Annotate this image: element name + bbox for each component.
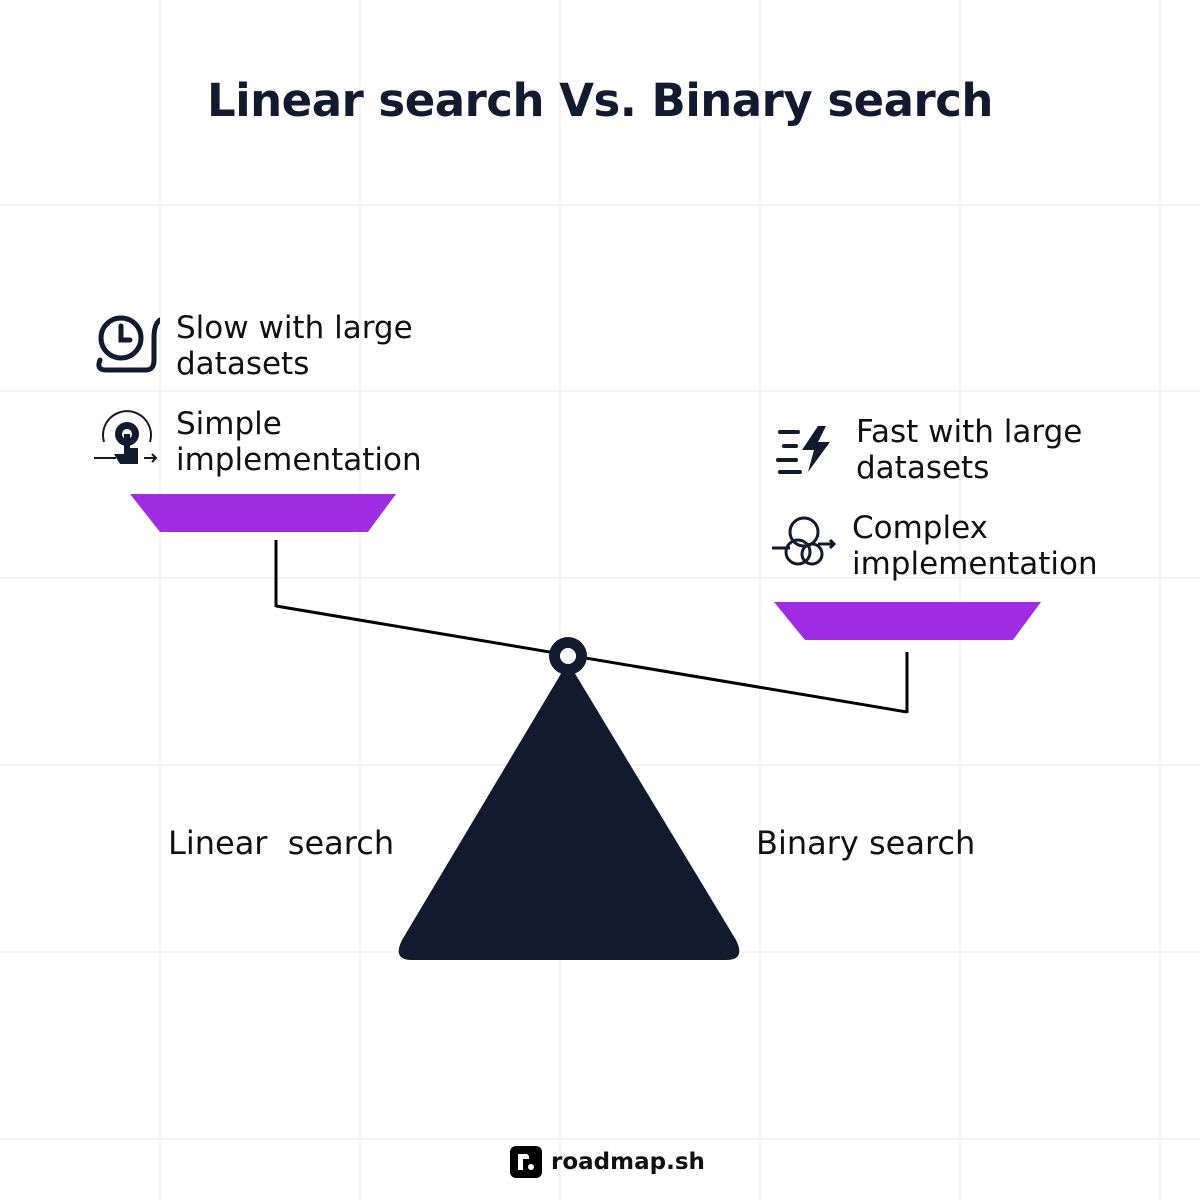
right-item-fast: Fast with large datasets: [774, 414, 1082, 486]
right-item-complex: Complex implementation: [770, 510, 1098, 582]
pivot-inner: [560, 648, 576, 664]
gear-touch-icon: [94, 410, 158, 464]
right-pan: [774, 602, 1041, 640]
fulcrum-triangle: [398, 662, 740, 960]
page-title: Linear search Vs. Binary search: [207, 74, 993, 127]
brand-name: roadmap.sh: [551, 1149, 705, 1175]
scale-beam: [275, 604, 908, 714]
left-pan: [130, 494, 396, 532]
snail-clock-icon: [96, 315, 160, 373]
left-item-simple: Simple implementation: [94, 406, 422, 478]
lightning-speed-icon: [776, 426, 830, 474]
linear-search-label: Linear search: [168, 824, 395, 862]
binary-search-label: Binary search: [756, 824, 976, 862]
brand: roadmap.sh: [510, 1146, 705, 1178]
tangled-loop-icon: [772, 516, 836, 566]
roadmap-logo-icon: [510, 1146, 542, 1178]
left-item-slow: Slow with large datasets: [94, 310, 413, 382]
